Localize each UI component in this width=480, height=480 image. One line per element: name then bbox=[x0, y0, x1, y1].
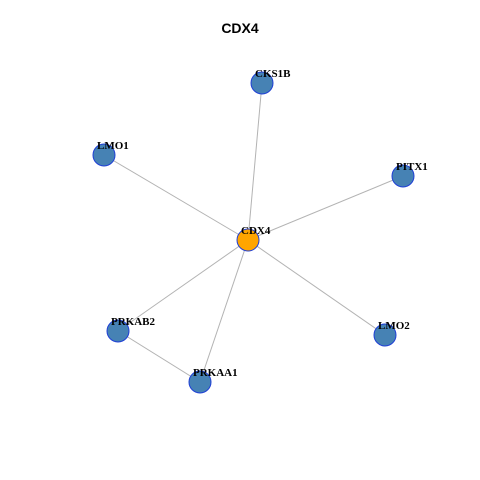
node-lmo1[interactable] bbox=[92, 143, 116, 167]
node-prkab2[interactable] bbox=[106, 319, 130, 343]
node-label-prkaa1: PRKAA1 bbox=[193, 367, 238, 379]
nodes-layer bbox=[92, 71, 415, 394]
node-cks1b[interactable] bbox=[250, 71, 274, 95]
graph-title: CDX4 bbox=[221, 20, 259, 36]
node-label-cdx4: CDX4 bbox=[241, 225, 271, 237]
node-cdx4[interactable] bbox=[236, 228, 260, 252]
node-label-lmo2: LMO2 bbox=[378, 320, 410, 332]
edges-layer bbox=[103, 82, 404, 383]
edge-cdx4-prkab2 bbox=[117, 239, 249, 332]
edge-prkab2-prkaa1 bbox=[117, 330, 201, 383]
edge-cdx4-prkaa1 bbox=[199, 239, 249, 383]
node-pitx1[interactable] bbox=[391, 164, 415, 188]
node-label-cks1b: CKS1B bbox=[255, 68, 291, 80]
node-prkaa1[interactable] bbox=[188, 370, 212, 394]
node-label-pitx1: PITX1 bbox=[396, 161, 428, 173]
edge-cdx4-pitx1 bbox=[247, 175, 404, 241]
edge-cdx4-lmo2 bbox=[247, 239, 386, 336]
node-lmo2[interactable] bbox=[373, 323, 397, 347]
node-label-prkab2: PRKAB2 bbox=[111, 316, 156, 328]
edge-cdx4-lmo1 bbox=[103, 154, 249, 241]
node-label-lmo1: LMO1 bbox=[97, 140, 129, 152]
edge-cdx4-cks1b bbox=[247, 82, 263, 241]
